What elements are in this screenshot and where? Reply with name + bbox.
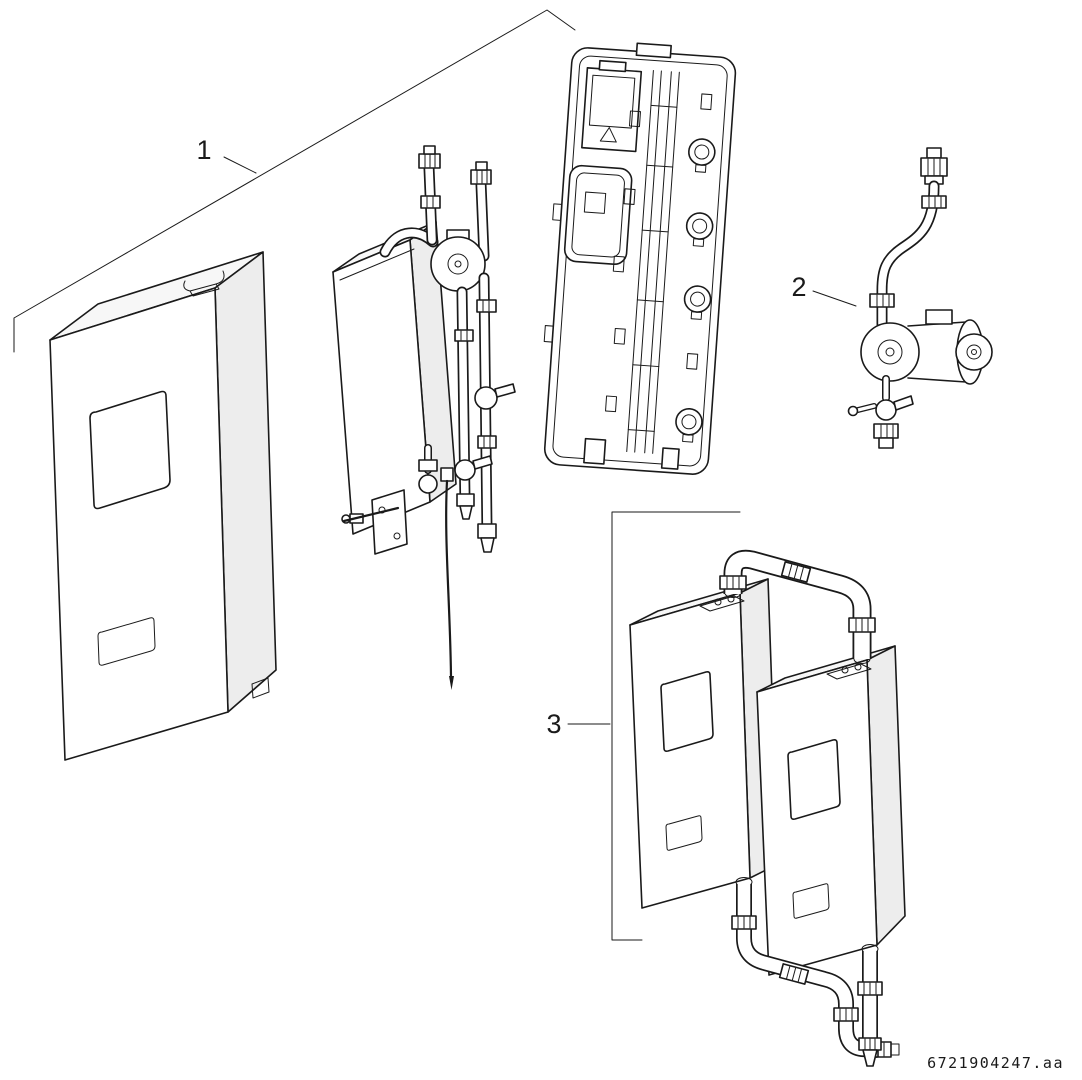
top-manifold-union-left [719,575,747,590]
pump-bottom-valve [847,375,914,449]
cable-clips [605,93,713,413]
cover-top-notch [183,270,225,292]
front-cover [49,251,277,761]
callout-3: 3 [546,511,741,941]
callout-2: 2 [791,272,857,307]
callout-3-label: 3 [546,709,561,739]
callout-1-leader-line [223,156,257,174]
ball-valve-left [454,329,493,520]
cascade-twin-units [629,549,906,1067]
panel-rails [626,69,680,454]
unit-right-display-window [787,739,841,820]
callout-2-leader-line [812,290,857,307]
pipe-clamps [675,138,716,443]
bottom-manifold-union-mid [778,963,810,985]
drain-valve [341,444,438,524]
display-bezel [563,164,633,266]
pump-pipe-unions [869,195,947,308]
pump-top-union [920,147,948,185]
cover-side-label [251,677,270,699]
unit-left-display-window [660,671,714,752]
callout-1-bracket-line [13,9,576,353]
ball-valve-right [474,299,516,553]
cover-front-face [49,287,229,761]
callout-1: 1 [13,9,576,353]
cover-label-slot [97,617,156,666]
document-code: 6721904247.aa [927,1054,1064,1072]
bottom-manifold-union-right [833,1007,859,1022]
warning-triangle-icon [599,127,617,143]
callout-3-bracket-line [611,511,741,941]
cascade-unit-right [756,645,906,976]
bottom-manifold-pipe [731,877,900,1067]
circulation-pump-kit [847,147,993,449]
bottom-manifold-union-left [731,915,757,930]
top-manifold-union-right [848,617,876,633]
mounting-bracket [371,489,408,555]
mounting-panel [543,42,737,475]
valve-cap-right [470,161,492,185]
panel-feet [543,203,680,470]
bottom-manifold-union-drop [857,981,883,996]
valve-cap-left [418,145,441,209]
unit-left-port-plate [699,595,745,612]
temperature-sensor [440,467,454,690]
callout-2-label: 2 [791,272,806,302]
panel-top-tab [635,42,672,59]
cascade-unit-left [629,578,779,909]
unit-left-label-slot [665,815,703,851]
unit-right-port-plate [826,663,872,680]
pump-motor [907,309,993,385]
unit-right-label-slot [792,883,830,919]
top-manifold-union-mid [780,561,812,583]
heat-exchanger-pump-assembly [332,145,516,690]
callout-1-label: 1 [196,135,211,165]
top-manifold-pipe [719,549,876,664]
station-pump [430,229,486,292]
control-unit [581,59,643,153]
bottom-manifold-end-fitting [858,1037,882,1067]
cover-top-notch-depth [189,283,220,297]
cover-display-window [89,390,171,510]
pump-volute [860,322,920,382]
